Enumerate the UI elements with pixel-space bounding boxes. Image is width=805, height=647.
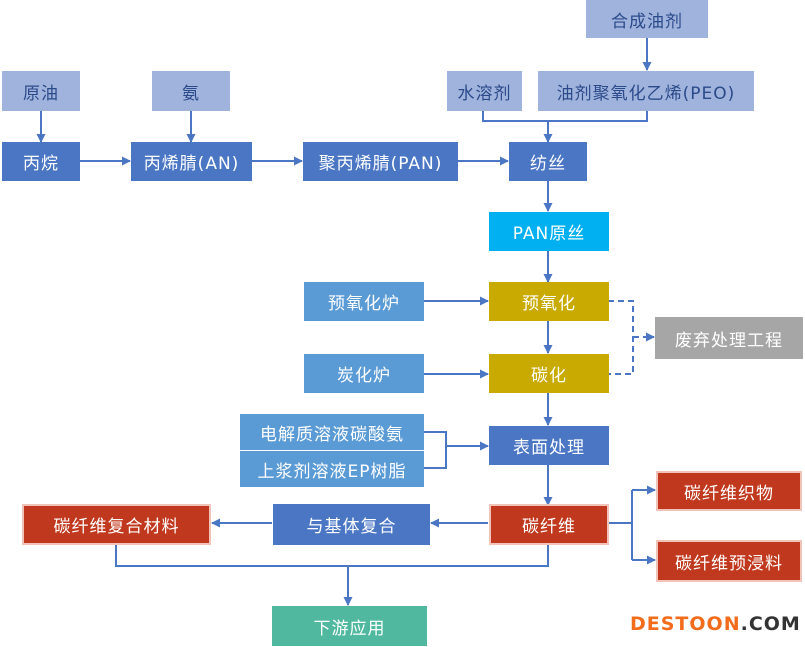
node-preox-furnace: 预氧化炉 bbox=[304, 282, 424, 321]
node-synthetic-oil: 合成油剂 bbox=[586, 0, 708, 38]
node-propane: 丙烷 bbox=[2, 142, 80, 181]
node-pan: 聚丙烯腈(PAN) bbox=[303, 142, 458, 181]
node-acrylonitrile: 丙烯腈(AN) bbox=[131, 142, 252, 181]
merge-electrolyte-sizing bbox=[424, 431, 447, 469]
merge-to-downstream bbox=[115, 545, 549, 567]
node-pan-precursor: PAN原丝 bbox=[489, 212, 609, 251]
node-water-solvent: 水溶剂 bbox=[447, 71, 522, 111]
merge-water-peo bbox=[482, 111, 648, 122]
node-electrolyte: 电解质溶液碳酸氨 bbox=[240, 414, 424, 450]
watermark-suffix: .COM bbox=[740, 613, 801, 635]
node-carbon-fabric: 碳纤维织物 bbox=[656, 471, 802, 511]
node-downstream: 下游应用 bbox=[272, 606, 427, 646]
node-preoxidation: 预氧化 bbox=[489, 282, 609, 321]
node-matrix-compound: 与基体复合 bbox=[273, 504, 430, 545]
node-carbon-prepreg: 碳纤维预浸料 bbox=[656, 540, 802, 582]
node-spinning: 纺丝 bbox=[509, 142, 587, 181]
node-carbon-furnace: 炭化炉 bbox=[304, 354, 424, 393]
node-sizing-agent: 上浆剂溶液EP树脂 bbox=[240, 451, 424, 487]
node-surface-treatment: 表面处理 bbox=[489, 426, 609, 465]
watermark-main: DESTOON bbox=[630, 613, 741, 635]
node-ammonia: 氨 bbox=[152, 71, 230, 111]
node-crude-oil: 原油 bbox=[2, 71, 80, 111]
node-waste-treatment: 废弃处理工程 bbox=[655, 317, 803, 359]
watermark: DESTOON.COM bbox=[630, 613, 801, 635]
node-peo: 油剂聚氧化乙烯(PEO) bbox=[538, 71, 754, 111]
node-carbonization: 碳化 bbox=[489, 354, 609, 393]
node-composite: 碳纤维复合材料 bbox=[22, 504, 211, 545]
node-carbon-fiber: 碳纤维 bbox=[489, 504, 609, 545]
waste-dashed-lines bbox=[608, 300, 655, 375]
